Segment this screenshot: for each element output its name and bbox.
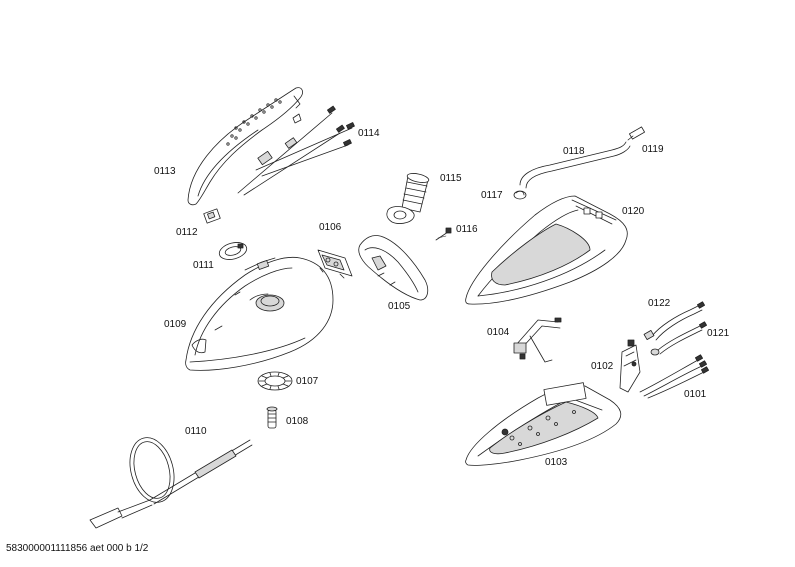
label-0102: 0102 xyxy=(591,361,614,372)
part-0107-washer[interactable] xyxy=(257,371,293,391)
label-0110: 0110 xyxy=(185,426,207,437)
label-0112: 0112 xyxy=(176,227,198,238)
label-0115: 0115 xyxy=(440,173,462,184)
part-0121-cable[interactable] xyxy=(650,321,707,356)
label-0121: 0121 xyxy=(707,328,730,339)
label-0119: 0119 xyxy=(642,144,664,155)
part-0116-screw[interactable] xyxy=(435,227,452,241)
part-0122-cable[interactable] xyxy=(643,301,705,341)
part-0119-nozzle[interactable] xyxy=(627,126,645,141)
part-0110-cord[interactable] xyxy=(89,433,253,529)
label-0106: 0106 xyxy=(319,222,342,233)
part-0115-bellows[interactable] xyxy=(386,172,430,224)
part-0103-soleplate[interactable] xyxy=(465,382,622,466)
part-0120-tank[interactable] xyxy=(465,195,628,305)
document-footer: 583000001111856 aet 000 b 1/2 xyxy=(6,543,149,554)
label-0103: 0103 xyxy=(545,457,568,468)
part-0113-handle[interactable] xyxy=(187,87,303,206)
part-0118-tube[interactable] xyxy=(519,141,631,189)
part-0106-board[interactable] xyxy=(317,249,353,279)
part-0111-dial[interactable] xyxy=(217,240,248,263)
part-0102-terminal[interactable] xyxy=(619,339,641,393)
part-0112-switch[interactable] xyxy=(203,208,221,224)
label-0107: 0107 xyxy=(296,376,319,387)
label-0113: 0113 xyxy=(154,166,176,177)
part-0114-cables[interactable] xyxy=(237,105,355,196)
label-0104: 0104 xyxy=(487,327,510,338)
label-0108: 0108 xyxy=(286,416,309,427)
label-0118: 0118 xyxy=(563,146,585,157)
label-0101: 0101 xyxy=(684,389,707,400)
part-0104-thermostat[interactable] xyxy=(513,317,562,363)
label-0122: 0122 xyxy=(648,298,671,309)
part-0117-clip[interactable] xyxy=(513,190,527,200)
label-0111: 0111 xyxy=(193,260,214,271)
part-0108-pin[interactable] xyxy=(266,406,278,429)
label-0117: 0117 xyxy=(481,190,503,201)
label-0105: 0105 xyxy=(388,301,411,312)
label-0120: 0120 xyxy=(622,206,645,217)
label-0114: 0114 xyxy=(358,128,380,139)
label-0109: 0109 xyxy=(164,319,187,330)
part-0105-rear-cover[interactable] xyxy=(358,235,429,301)
part-0101-wiring[interactable] xyxy=(639,354,709,399)
part-0109-housing[interactable] xyxy=(185,256,334,371)
label-0116: 0116 xyxy=(456,224,478,235)
